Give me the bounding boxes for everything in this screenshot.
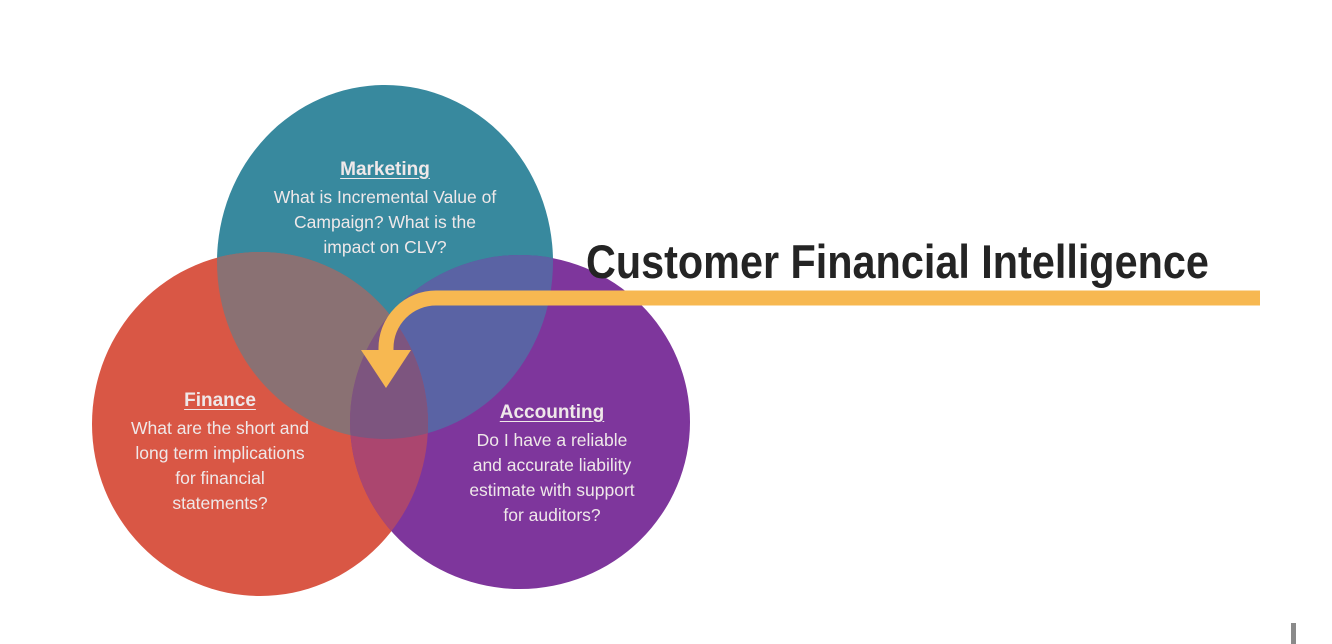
finance-heading: Finance	[184, 390, 256, 411]
accounting-label-block: Accounting Do I have a reliable and accu…	[402, 399, 702, 528]
marketing-label-block: Marketing What is Incremental Value of C…	[235, 156, 535, 260]
arrow-head-icon	[361, 350, 411, 388]
arrow-connector-line	[378, 290, 1260, 353]
finance-label-block: Finance What are the short and long term…	[70, 387, 370, 516]
marketing-text-line: What is Incremental Value of	[273, 187, 497, 207]
marketing-text-line: Campaign? What is the	[294, 212, 476, 232]
page-title: Customer Financial Intelligence	[586, 235, 1209, 288]
finance-text-line: statements?	[172, 493, 268, 513]
accounting-text-line: and accurate liability	[472, 455, 632, 475]
accounting-text-line: Do I have a reliable	[476, 430, 628, 450]
finance-text-line: What are the short and	[130, 418, 310, 438]
accounting-heading: Accounting	[499, 402, 605, 423]
scrollbar-thumb[interactable]	[1291, 623, 1296, 644]
accounting-text-line: estimate with support	[469, 480, 635, 500]
marketing-heading: Marketing	[340, 159, 430, 180]
finance-text-line: long term implications	[135, 443, 305, 463]
finance-text-line: for financial	[175, 468, 265, 488]
marketing-text-line: impact on CLV?	[323, 237, 447, 257]
accounting-text-line: for auditors?	[503, 505, 601, 525]
